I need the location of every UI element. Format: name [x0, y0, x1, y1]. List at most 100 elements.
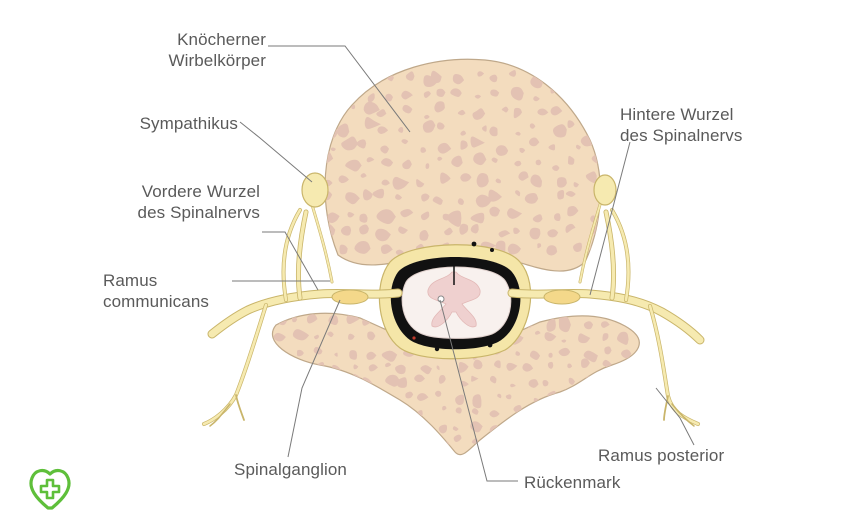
bone-cavity	[377, 126, 389, 134]
bone-cavity	[535, 159, 542, 166]
label-spinal-cord: Rückenmark	[524, 473, 621, 492]
bone-cavity	[585, 171, 597, 183]
bone-cavity	[600, 382, 606, 387]
bone-cavity	[447, 210, 462, 227]
bone-cavity	[334, 352, 338, 357]
bone-cavity	[583, 321, 594, 330]
bone-cavity	[498, 230, 511, 238]
bone-cavity	[362, 189, 373, 201]
bone-cavity	[396, 377, 408, 388]
bone-cavity	[491, 157, 498, 163]
bone-cavity	[564, 407, 569, 414]
bone-cavity	[276, 427, 283, 434]
bone-cavity	[386, 397, 392, 403]
bone-cavity	[430, 70, 442, 84]
bone-cavity	[510, 86, 524, 101]
bone-cavity	[311, 409, 317, 415]
bone-cavity	[442, 405, 447, 411]
bone-cavity	[351, 104, 356, 110]
bone-cavity	[420, 211, 430, 221]
bone-cavity	[367, 395, 373, 400]
bone-cavity	[544, 411, 555, 420]
bone-cavity	[508, 70, 517, 77]
bone-cavity	[529, 227, 541, 240]
central-canal	[437, 295, 445, 303]
bone-cavity	[392, 176, 410, 190]
bone-cavity	[529, 350, 541, 360]
bone-cavity	[510, 419, 519, 429]
bone-cavity	[482, 125, 487, 132]
bone-cavity	[561, 425, 566, 431]
bone-cavity	[476, 173, 489, 188]
bone-cavity	[342, 433, 353, 448]
bone-cavity	[530, 174, 542, 188]
bone-cavity	[273, 332, 286, 342]
bone-cavity	[403, 438, 409, 444]
bone-cavity	[550, 106, 563, 116]
bone-cavity	[550, 85, 560, 94]
bone-cavity	[470, 223, 479, 234]
bone-cavity	[470, 136, 485, 148]
bone-cavity	[273, 393, 278, 399]
bone-cavity	[309, 387, 326, 399]
bone-cavity	[567, 206, 579, 217]
bone-cavity	[507, 208, 523, 219]
bone-cavity	[365, 427, 369, 432]
bone-cavity	[367, 93, 375, 103]
bone-cavity	[399, 422, 407, 431]
bone-cavity	[473, 359, 483, 370]
bone-cavity	[545, 421, 553, 429]
bone-cavity	[587, 77, 597, 84]
bone-cavity	[366, 351, 377, 360]
bone-cavity	[363, 101, 380, 115]
bone-cavity	[477, 71, 485, 77]
bone-cavity	[339, 244, 348, 255]
bone-cavity	[489, 74, 498, 83]
sympathetic-ganglion-right	[593, 174, 617, 206]
bone-cavity	[537, 108, 549, 116]
bone-cavity	[436, 365, 440, 371]
bone-cavity	[501, 106, 509, 113]
bone-cavity	[398, 126, 404, 133]
bone-cavity	[395, 194, 403, 200]
bone-cavity	[461, 380, 469, 387]
bone-cavity	[405, 391, 414, 399]
bone-cavity	[423, 75, 438, 88]
bone-cavity	[495, 145, 509, 156]
bone-cavity	[452, 426, 459, 431]
bone-cavity	[622, 425, 630, 430]
bone-cavity	[558, 315, 571, 333]
bone-cavity	[614, 406, 621, 412]
bone-cavity	[580, 427, 587, 434]
bone-cavity	[309, 439, 314, 443]
bone-cavity	[621, 315, 628, 322]
bone-cavity	[574, 90, 587, 107]
label-vertebral-body: Knöcherner Wirbelkörper	[168, 30, 266, 70]
bone-cavity	[375, 228, 391, 242]
bone-cavity	[457, 198, 464, 205]
spinal-nerves	[202, 196, 705, 427]
bone-cavity	[425, 163, 430, 169]
bone-cavity	[337, 123, 350, 138]
bone-cavity	[602, 333, 609, 341]
bone-cavity	[621, 349, 632, 359]
bone-cavity	[489, 206, 501, 217]
bone-cavity	[552, 165, 560, 171]
bone-cavity	[577, 104, 584, 113]
bone-cavity	[567, 120, 575, 129]
bone-cavity	[334, 377, 346, 387]
bone-cavity	[553, 213, 561, 222]
bone-cavity	[390, 409, 395, 415]
bone-cavity	[313, 334, 319, 340]
bone-cavity	[423, 91, 431, 98]
bone-cavity	[437, 142, 452, 154]
bone-cavity	[368, 364, 378, 372]
bone-cavity	[348, 333, 355, 340]
bone-cavity	[573, 242, 582, 253]
bone-cavity	[510, 383, 516, 388]
bone-cavity	[341, 136, 358, 151]
bone-cavity	[513, 107, 522, 119]
bone-cavity	[614, 393, 623, 401]
bone-cavity	[489, 410, 500, 418]
